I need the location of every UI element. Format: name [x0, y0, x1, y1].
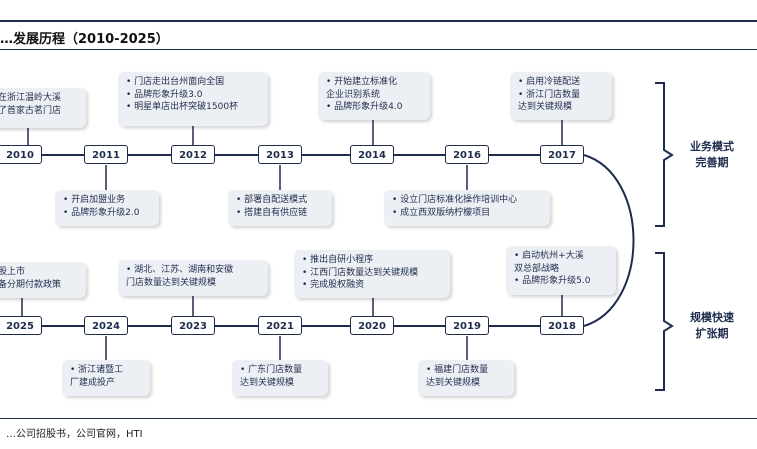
year-box-2012: 2012: [171, 145, 215, 164]
event-card-2023: • 湖北、江苏、湖南和安徽 门店数量达到关键规模: [118, 260, 268, 296]
event-line: 企业识别系统: [326, 89, 381, 100]
year-box-2021: 2021: [258, 316, 302, 335]
event-card-2014: • 开始建立标准化 企业识别系统 • 品牌形象升级4.0: [318, 72, 430, 120]
year-box-2017: 2017: [540, 145, 584, 164]
footer-divider: [0, 418, 757, 419]
event-line: • 开启加盟业务: [63, 195, 126, 205]
event-line: • 搭建自有供应链: [236, 207, 308, 218]
event-line: • 福建门店数量: [426, 365, 489, 375]
event-card-2016: • 设立门店标准化操作培训中心 • 成立西双版纳柠檬项目: [384, 190, 550, 226]
year-box-2025: 2025: [0, 316, 42, 335]
event-card-2019: • 福建门店数量 达到关键规模: [418, 360, 514, 396]
event-line: 厂建成投产: [70, 377, 116, 388]
year-box-2016: 2016: [445, 145, 489, 164]
phase-line: 完善期: [695, 156, 729, 169]
event-line: • 浙江门店数量: [518, 89, 581, 100]
year-box-2018: 2018: [540, 316, 584, 335]
phase-label-rapid-expansion: 规模快速 扩张期: [682, 310, 742, 342]
phase-line: 业务模式: [690, 140, 734, 153]
page-title: …发展历程（2010-2025）: [0, 32, 169, 47]
event-line: • 成立西双版纳柠檬项目: [392, 207, 491, 218]
event-card-2020: • 推出自研小程序 • 江西门店数量达到关键规模 • 完成股权融资: [294, 250, 450, 298]
event-line: • 品牌形象升级3.0: [126, 89, 203, 100]
event-line: • 品牌形象升级2.0: [63, 207, 140, 218]
year-box-2019: 2019: [445, 316, 489, 335]
event-line: 门店数量达到关键规模: [126, 277, 217, 288]
phase-label-business-model: 业务模式 完善期: [682, 139, 742, 171]
event-line: • 开始建立标准化: [326, 77, 398, 87]
event-line: 达到关键规模: [240, 377, 295, 388]
event-card-2021: • 广东门店数量 达到关键规模: [232, 360, 328, 396]
event-line: 在浙江温岭大溪: [0, 93, 62, 103]
year-box-2013: 2013: [258, 145, 302, 164]
phase-line: 扩张期: [695, 327, 729, 340]
source-note: …公司招股书，公司官网，HTI: [6, 429, 143, 440]
event-line: • 门店走出台州面向全国: [126, 77, 225, 87]
event-line: 股上市: [0, 267, 26, 277]
event-card-2010: 在浙江温岭大溪 了首家古茗门店: [0, 88, 86, 128]
event-line: • 品牌形象升级4.0: [326, 102, 403, 112]
year-box-2014: 2014: [350, 145, 394, 164]
event-line: 备分期付款政策: [0, 279, 62, 290]
event-line: • 江西门店数量达到关键规模: [302, 267, 419, 278]
year-box-2024: 2024: [84, 316, 128, 335]
event-card-2024: • 浙江诸暨工 厂建成投产: [62, 360, 150, 396]
event-line: 达到关键规模: [518, 102, 573, 112]
event-line: 双总部战略: [514, 263, 560, 274]
phase-line: 规模快速: [690, 311, 734, 324]
event-card-2018: • 启动杭州+大溪 双总部战略 • 品牌形象升级5.0: [506, 246, 616, 295]
event-line: 达到关键规模: [426, 377, 481, 388]
event-line: • 完成股权融资: [302, 280, 365, 290]
year-box-2020: 2020: [350, 316, 394, 335]
event-line: • 推出自研小程序: [302, 255, 374, 265]
event-card-2011: • 开启加盟业务 • 品牌形象升级2.0: [55, 190, 159, 226]
event-card-2012: • 门店走出台州面向全国 • 品牌形象升级3.0 • 明星单店出杯突破1500杯: [118, 72, 268, 126]
event-line: • 启用冷链配送: [518, 77, 581, 87]
event-line: • 广东门店数量: [240, 365, 303, 375]
event-line: • 启动杭州+大溪: [514, 251, 584, 261]
event-line: • 部署自配送模式: [236, 195, 308, 205]
event-line: • 明星单店出杯突破1500杯: [126, 102, 239, 112]
year-box-2010: 2010: [0, 145, 42, 164]
event-line: • 设立门店标准化操作培训中心: [392, 195, 518, 205]
title-bar: …发展历程（2010-2025）: [0, 20, 757, 50]
event-card-2025: 股上市 备分期付款政策: [0, 262, 86, 298]
event-card-2013: • 部署自配送模式 • 搭建自有供应链: [228, 190, 332, 226]
event-line: 了首家古茗门店: [0, 105, 62, 116]
year-box-2011: 2011: [84, 145, 128, 164]
event-line: • 湖北、江苏、湖南和安徽: [126, 265, 234, 275]
year-box-2023: 2023: [171, 316, 215, 335]
event-card-2017: • 启用冷链配送 • 浙江门店数量 达到关键规模: [510, 72, 612, 120]
event-line: • 浙江诸暨工: [70, 365, 124, 375]
event-line: • 品牌形象升级5.0: [514, 276, 591, 286]
